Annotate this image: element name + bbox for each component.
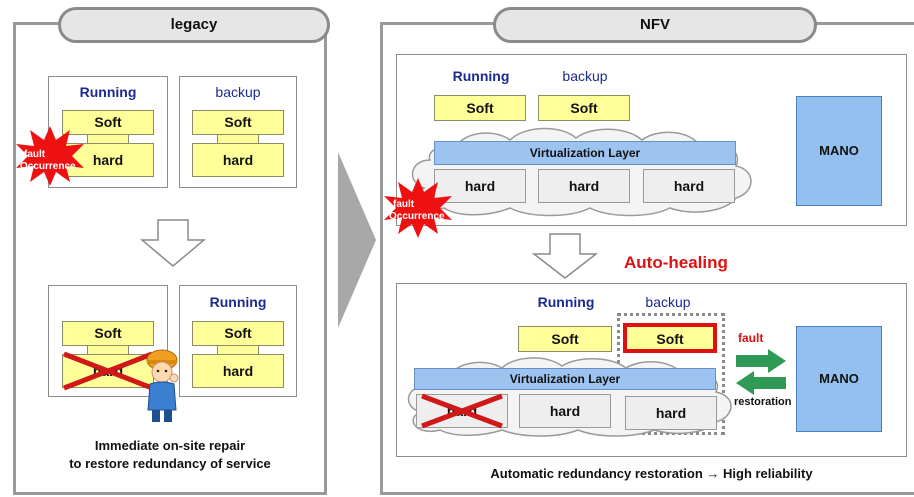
legacy-fault-text-2: Occurrence	[20, 161, 76, 172]
legacy-failed-soft: Soft	[62, 321, 154, 346]
nfv-top-mano: MANO	[796, 96, 882, 206]
legacy-backup-soft: Soft	[192, 110, 284, 135]
nfv-top-soft-2: Soft	[538, 95, 630, 121]
legacy-running-soft: Soft	[62, 110, 154, 135]
legacy-caption-1: Immediate on-site repair	[94, 438, 246, 453]
nfv-title: NFV	[493, 7, 817, 43]
nfv-top-hard-3: hard	[643, 169, 735, 203]
legacy-fault-text-1: fault	[24, 149, 46, 160]
restoration-arrow-label: restoration	[734, 396, 792, 408]
nfv-top-hard-2: hard	[538, 169, 630, 203]
nfv-fault-text-2: Occurrence	[389, 211, 445, 222]
auto-healing-label: Auto-healing	[624, 253, 728, 272]
cross-mark-icon	[63, 351, 153, 391]
fault-burst-icon	[384, 178, 452, 238]
nfv-top-running-label: Running	[452, 68, 510, 84]
down-arrow-icon	[140, 219, 206, 267]
arrow-left-icon	[736, 371, 786, 395]
legacy-backup-connector	[217, 135, 259, 143]
legacy-title: legacy	[58, 7, 330, 43]
nfv-bottom-soft-1: Soft	[518, 326, 612, 352]
fault-burst-icon	[16, 126, 84, 186]
worker-icon	[146, 349, 179, 422]
chevron-right-icon	[338, 152, 376, 328]
nfv-bottom-virt-layer: Virtualization Layer	[414, 368, 716, 390]
legacy-running2-label: Running	[209, 294, 267, 310]
legacy-running-label: Running	[79, 84, 137, 100]
legacy-failed-connector	[87, 346, 129, 354]
legacy-backup-hard: hard	[192, 143, 284, 177]
nfv-fault-text-1: fault	[393, 199, 415, 210]
fault-arrow-label: fault	[738, 331, 764, 345]
nfv-caption: Automatic redundancy restoration → High …	[490, 466, 813, 481]
nfv-bottom-backup-label: backup	[645, 294, 691, 310]
nfv-top-virt-layer: Virtualization Layer	[434, 141, 736, 165]
nfv-bottom-hard-2: hard	[519, 394, 611, 428]
arrow-right-icon	[736, 349, 786, 373]
nfv-top-soft-1: Soft	[434, 95, 526, 121]
nfv-bottom-mano: MANO	[796, 326, 882, 432]
nfv-bottom-running-label: Running	[537, 294, 595, 310]
nfv-bottom-hard-3: hard	[625, 396, 717, 430]
legacy-running2-connector	[217, 346, 259, 354]
legacy-running-connector	[87, 135, 129, 143]
legacy-running2-soft: Soft	[192, 321, 284, 346]
legacy-caption-2: to restore redundancy of service	[69, 456, 271, 471]
nfv-top-backup-label: backup	[562, 68, 608, 84]
legacy-backup-label: backup	[215, 84, 261, 100]
nfv-bottom-soft-2: Soft	[623, 323, 717, 353]
cross-mark-icon	[421, 393, 503, 429]
down-arrow-icon	[532, 233, 598, 279]
legacy-running2-hard: hard	[192, 354, 284, 388]
